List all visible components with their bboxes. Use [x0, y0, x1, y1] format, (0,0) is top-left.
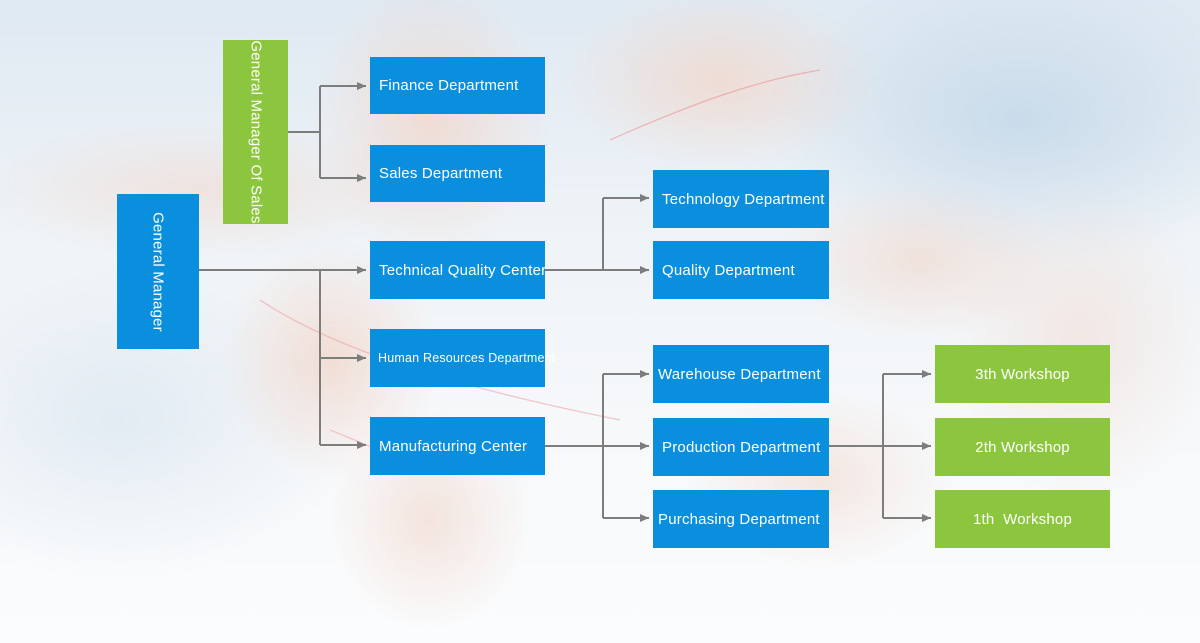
- general-manager-of-sales-label: General Manager Of Sales: [247, 40, 264, 224]
- production-department-label: Production Department: [662, 438, 821, 456]
- sales-department-label: Sales Department: [379, 165, 503, 182]
- human-resources-department-label: Human Resources Department: [378, 351, 556, 365]
- purchasing-department-box: Purchasing Department: [653, 490, 829, 548]
- sales-department-box: Sales Department: [370, 145, 545, 202]
- general-manager-label: General Manager: [149, 211, 167, 332]
- production-department-box: Production Department: [653, 418, 829, 476]
- technology-department-label: Technology Department: [662, 190, 825, 208]
- purchasing-department-label: Purchasing Department: [658, 510, 820, 528]
- finance-department-label: Finance Department: [379, 77, 519, 94]
- warehouse-department-label: Warehouse Department: [658, 365, 821, 383]
- general-manager-box: General Manager: [117, 194, 199, 349]
- technical-quality-center-label: Technical Quality Center: [379, 261, 547, 279]
- quality-department-box: Quality Department: [653, 241, 829, 299]
- workshop-3-label: 3th Workshop: [975, 365, 1070, 383]
- human-resources-department-box: Human Resources Department: [370, 329, 555, 387]
- workshop-2-box: 2th Workshop: [935, 418, 1110, 476]
- manufacturing-center-box: Manufacturing Center: [370, 417, 545, 475]
- general-manager-of-sales-box: General Manager Of Sales: [223, 40, 288, 224]
- workshop-1-label: 1th Workshop: [972, 510, 1073, 528]
- warehouse-department-box: Warehouse Department: [653, 345, 829, 403]
- finance-department-box: Finance Department: [370, 57, 545, 114]
- workshop-3-box: 3th Workshop: [935, 345, 1110, 403]
- workshop-1-box: 1th Workshop: [935, 490, 1110, 548]
- technical-quality-center-box: Technical Quality Center: [370, 241, 547, 299]
- workshop-2-label: 2th Workshop: [975, 438, 1070, 456]
- technology-department-box: Technology Department: [653, 170, 829, 228]
- quality-department-label: Quality Department: [662, 261, 795, 279]
- manufacturing-center-label: Manufacturing Center: [379, 437, 528, 455]
